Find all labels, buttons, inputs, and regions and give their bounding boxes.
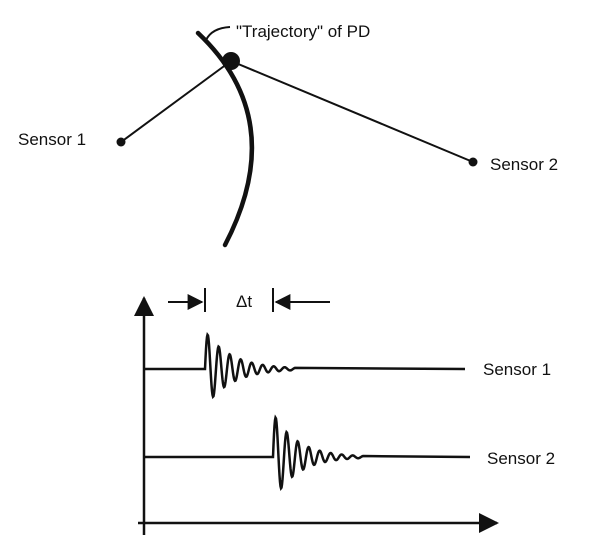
trajectory-group: "Trajectory" of PD — [195, 22, 370, 248]
pd-trajectory-curve — [195, 30, 255, 248]
sensor1-point — [116, 137, 126, 147]
sensor2-point — [468, 157, 478, 167]
sensor2-waveform — [144, 414, 471, 491]
trajectory-label: "Trajectory" of PD — [236, 22, 370, 41]
sensor1-waveform — [144, 331, 466, 400]
sensor2-path-line — [230, 60, 474, 163]
delta-t-indicator: Δt — [168, 288, 330, 312]
delta-t-label: Δt — [236, 292, 252, 311]
waveform2-label: Sensor 2 — [487, 449, 555, 468]
sensor1-label: Sensor 1 — [18, 130, 86, 149]
sensor1-path-line — [120, 60, 232, 143]
sensor2-label: Sensor 2 — [490, 155, 558, 174]
trajectory-leader-line — [205, 26, 231, 41]
pd-source-point — [222, 52, 240, 70]
waveform1-label: Sensor 1 — [483, 360, 551, 379]
